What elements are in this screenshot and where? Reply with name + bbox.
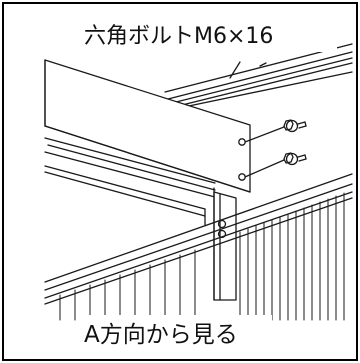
- view-direction-caption: A方向から見る: [84, 322, 238, 348]
- left-rails: [44, 137, 216, 226]
- hex-bolt-lower: [283, 152, 307, 166]
- bolt-guide-lines: [244, 126, 285, 178]
- view-caption-bg: [82, 315, 272, 351]
- callout-leader-line: [229, 61, 241, 79]
- bolt-spec-label: 六角ボルトM6×16: [84, 24, 273, 49]
- front-beam: [44, 59, 251, 193]
- hex-bolt-upper: [283, 119, 307, 133]
- callout-label-bg: [82, 12, 337, 52]
- vertical-post: [213, 187, 237, 301]
- fence-slats: [59, 192, 345, 321]
- rail-washers: [217, 219, 227, 239]
- lower-rails: [44, 173, 353, 305]
